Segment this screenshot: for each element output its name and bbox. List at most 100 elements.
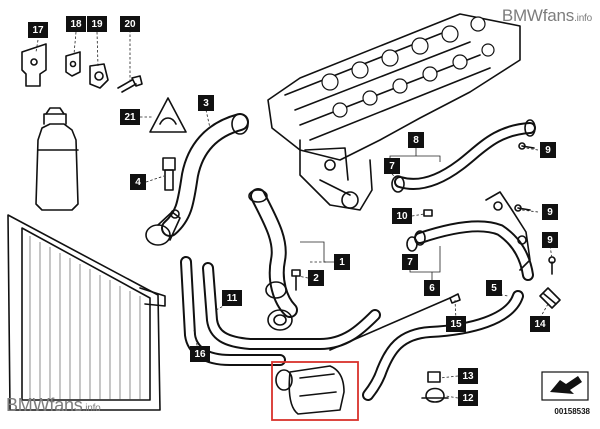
callout-c9b: 9 (542, 204, 558, 220)
callout-label: 21 (124, 112, 136, 123)
callout-badge (424, 280, 440, 296)
callout-label: 7 (407, 257, 413, 268)
clamp-12 (421, 387, 449, 403)
callout-c10: 10 (392, 208, 412, 224)
pipe-8 (394, 119, 536, 190)
callout-label: 11 (227, 293, 238, 304)
callout-c1: 1 (334, 254, 350, 270)
highlight-box (271, 361, 359, 421)
callout-badge (198, 95, 214, 111)
diagram-reference-number: 00158538 (554, 407, 590, 416)
callout-c4: 4 (130, 174, 146, 190)
callout-c21: 21 (120, 109, 140, 125)
watermark-top-suffix: .info (574, 13, 592, 24)
cable-tie-15 (329, 293, 461, 351)
callout-c13: 13 (458, 368, 478, 384)
callout-c9a: 9 (540, 142, 556, 158)
nut-10 (423, 209, 433, 217)
screw-9b (514, 204, 531, 212)
callout-label: 15 (450, 319, 462, 330)
callout-c12: 12 (458, 390, 478, 406)
bolt-2 (291, 269, 301, 291)
callout-c16: 16 (190, 346, 210, 362)
callout-label: 2 (313, 273, 319, 284)
warning-sticker (149, 97, 187, 133)
clamp-19 (89, 63, 109, 89)
watermark-bottom-suffix: .info (82, 403, 101, 414)
clip-18 (65, 51, 81, 77)
callout-label: 9 (547, 207, 553, 218)
hose-3 (161, 113, 249, 237)
callout-badge (28, 22, 48, 38)
screw-9a (518, 142, 535, 150)
callout-badge (130, 174, 146, 190)
watermark-bottom-brand: BMWfans (6, 395, 83, 415)
callout-badge (542, 204, 558, 220)
hose-1 (248, 188, 298, 318)
thermostat-housing (145, 209, 181, 246)
callout-c7b: 7 (402, 254, 418, 270)
callout-c11: 11 (222, 290, 242, 306)
clamp-13 (427, 371, 441, 383)
callout-label: 8 (413, 135, 419, 146)
hose-1b (265, 281, 293, 331)
callout-label: 10 (396, 211, 408, 222)
radiator (7, 214, 166, 411)
clamp-7b (406, 236, 418, 252)
callout-label: 9 (545, 145, 551, 156)
callout-badge (458, 390, 478, 406)
callout-label: 5 (491, 283, 497, 294)
callout-label: 16 (194, 349, 206, 360)
watermark-bottom: BMWfans.info (6, 395, 101, 416)
callout-badge (87, 16, 107, 32)
callout-c3: 3 (198, 95, 214, 111)
callout-badge (542, 232, 558, 248)
callout-badge (222, 290, 242, 306)
callout-label: 3 (203, 98, 209, 109)
callout-badge (446, 316, 466, 332)
callout-badge (66, 16, 86, 32)
callout-c20: 20 (120, 16, 140, 32)
watermark-top-brand: BMWfans (501, 6, 575, 25)
callout-c19: 19 (87, 16, 107, 32)
callout-label: 6 (429, 283, 435, 294)
pipe-11 (202, 262, 381, 350)
callout-label: 19 (91, 19, 103, 30)
callout-label: 17 (32, 25, 44, 36)
callout-badge (384, 158, 400, 174)
callout-label: 13 (462, 371, 474, 382)
callout-badge (540, 142, 556, 158)
callout-label: 12 (462, 393, 474, 404)
cylinder-head (267, 13, 521, 211)
callout-label: 1 (339, 257, 345, 268)
direction-arrow-icon (541, 371, 589, 401)
temperature-sensor (162, 157, 176, 191)
callout-c15: 15 (446, 316, 466, 332)
leader-lines (35, 30, 553, 399)
callout-badge (120, 109, 140, 125)
callout-label: 9 (547, 235, 553, 246)
callout-label: 4 (135, 177, 141, 188)
clamp-7a (391, 175, 405, 193)
callout-c17: 17 (28, 22, 48, 38)
callout-badge (458, 368, 478, 384)
auxiliary-water-pump (275, 365, 345, 415)
callout-badge (120, 16, 140, 32)
callout-c14: 14 (530, 316, 550, 332)
callout-badge (530, 316, 550, 332)
watermark-top: BMWfans.info (502, 6, 592, 26)
callout-label: 7 (389, 161, 395, 172)
callout-c7a: 7 (384, 158, 400, 174)
screw-9c (548, 256, 556, 275)
callout-badge (486, 280, 502, 296)
bolt-20 (117, 75, 143, 93)
callout-c9c: 9 (542, 232, 558, 248)
callout-c8: 8 (408, 132, 424, 148)
callout-c2: 2 (308, 270, 324, 286)
callout-badge (402, 254, 418, 270)
callout-label: 14 (534, 319, 546, 330)
callout-label: 20 (124, 19, 136, 30)
callout-badge (190, 346, 210, 362)
bracket-14 (539, 287, 561, 309)
